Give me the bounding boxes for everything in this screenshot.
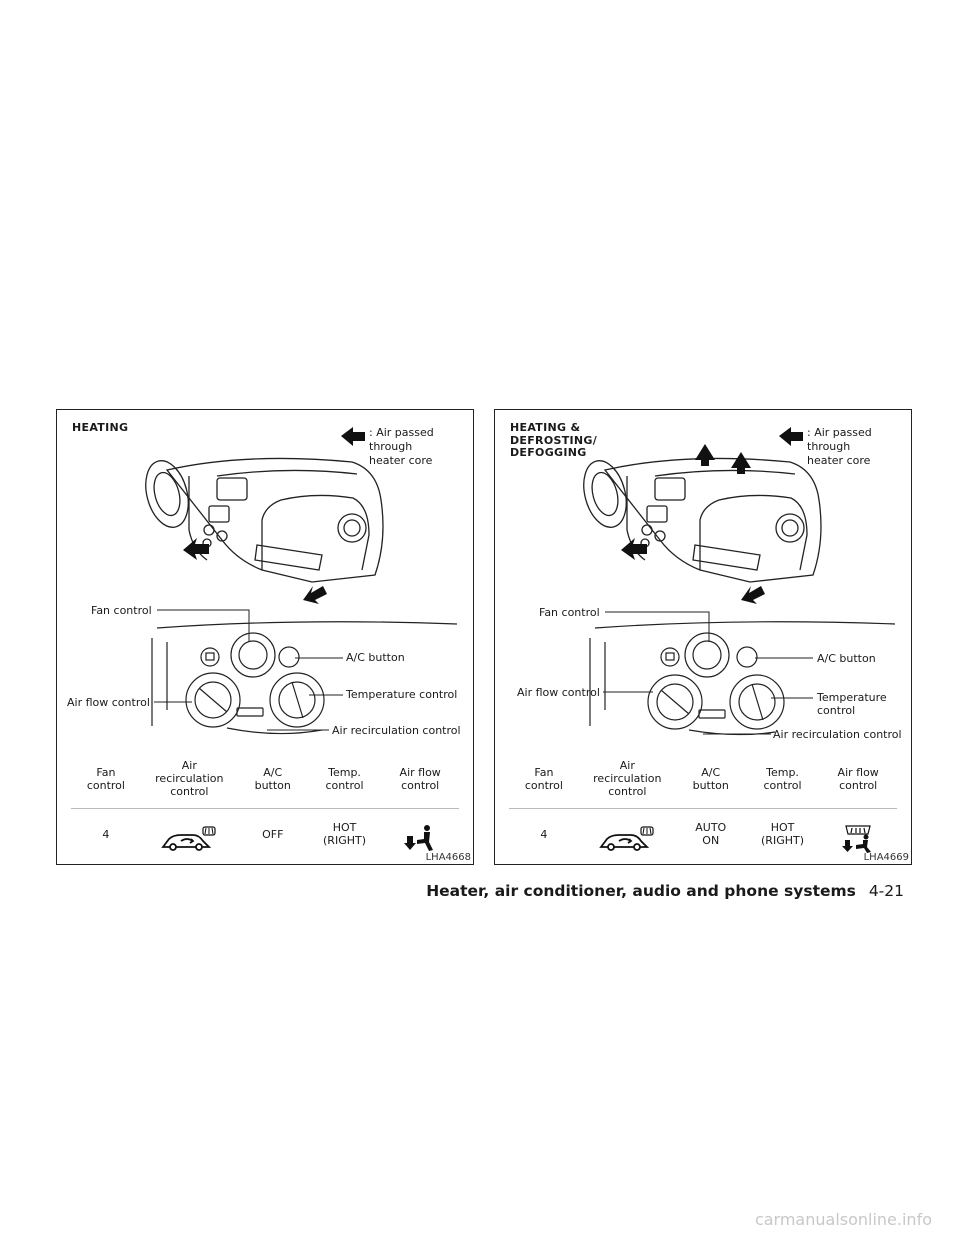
airflow-arrows [621,444,765,604]
figure-heating: HEATING : Air passed through heater core [56,409,474,865]
table-header: A/C button [254,765,291,792]
table-header-row: Fan control Air recirculation control A/… [71,750,459,808]
heated-air-arrow-icon [341,427,365,446]
callout-air-recirculation-control: Air recirculation control [332,724,461,737]
table-header: Fan control [86,765,125,792]
table-cell-temp: HOT (RIGHT) [323,821,367,848]
floor-vent-icon [404,825,434,852]
settings-table: Fan control Air recirculation control A/… [71,750,459,860]
callout-ac-button: A/C button [817,652,876,665]
recirculation-off-icon [161,826,216,852]
figure-heating-defrosting: HEATING & DEFROSTING/ DEFOGGING : Air pa… [494,409,912,865]
table-header: Temp. control [763,765,802,792]
callout-air-flow-control: Air flow control [67,696,150,709]
table-cell-temp: HOT (RIGHT) [761,821,805,848]
table-header-row: Fan control Air recirculation control A/… [509,750,897,808]
watermark: carmanualsonline.info [754,1210,932,1229]
callout-temperature-control: Temperature control [817,691,887,717]
table-header: A/C button [692,765,729,792]
callout-air-recirculation-control: Air recirculation control [773,728,902,741]
floor-defrost-icon [842,825,872,854]
legend: : Air passed through heater core [339,426,459,480]
callout-fan-control: Fan control [91,604,152,617]
legend-text: : Air passed through heater core [807,426,872,467]
table-cell-ac: AUTO ON [695,821,727,848]
callout-fan-control: Fan control [539,606,600,619]
table-row: 4 OFF HOT (RIGHT) [71,808,459,860]
table-header: Air flow control [399,765,441,792]
dashboard-illustration [583,444,896,736]
table-cell-recirc [579,808,676,860]
table-cell-fan: 4 [102,827,110,841]
dashboard-illustration [145,457,458,735]
table-row: 4 AUTO ON HOT (RIGHT) [509,808,897,860]
table-cell-recirc [141,808,238,860]
airflow-arrows [183,538,327,604]
table-cell-fan: 4 [540,827,548,841]
heated-air-arrow-icon [779,427,803,446]
page-footer: Heater, air conditioner, audio and phone… [426,882,904,900]
settings-table: Fan control Air recirculation control A/… [509,750,897,860]
table-header: Fan control [524,765,563,792]
legend: : Air passed through heater core [777,426,897,480]
callout-ac-button: A/C button [346,651,405,664]
figure-title: HEATING [72,421,129,434]
figure-code: LHA4668 [425,852,471,863]
table-header: Air recirculation control [155,759,224,799]
figure-code: LHA4669 [863,852,909,863]
table-cell-airflow [819,808,897,860]
figure-title: HEATING & DEFROSTING/ DEFOGGING [510,421,598,459]
table-header: Air recirculation control [593,759,662,799]
table-cell-ac: OFF [262,827,284,841]
legend-text: : Air passed through heater core [369,426,434,467]
section-title: Heater, air conditioner, audio and phone… [426,882,856,900]
page-number: 4-21 [868,882,904,900]
recirculation-off-icon [599,826,654,852]
callout-air-flow-control: Air flow control [517,686,600,699]
callout-temperature-control: Temperature control [346,688,458,701]
table-header: Temp. control [325,765,364,792]
table-header: Air flow control [837,765,879,792]
table-cell-airflow [381,808,459,860]
